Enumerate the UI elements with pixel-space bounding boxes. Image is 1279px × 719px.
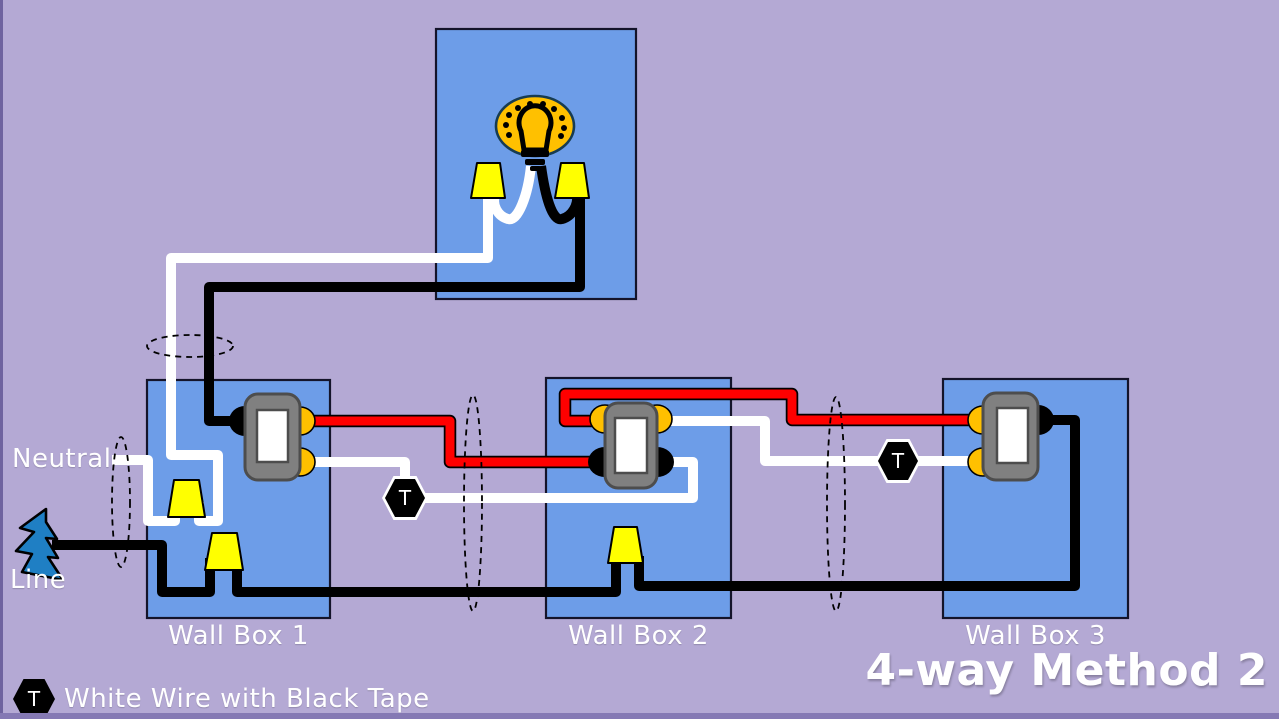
bulb-base-tip <box>530 166 541 171</box>
fixture-white-wire-nut <box>470 162 506 199</box>
tape-marker-2-symbol: T <box>878 442 918 480</box>
light-bulb-icon <box>494 94 576 171</box>
switch-3 <box>967 391 1054 482</box>
cable-sheath-box2-box3 <box>826 396 846 612</box>
light-to-box1-white-wire <box>166 195 493 526</box>
switch-1-toggle <box>255 408 290 464</box>
box2-line-wire-nut <box>607 526 644 564</box>
white-traveler-2 <box>660 416 970 466</box>
bulb-base-bar-2 <box>525 159 545 165</box>
box2-to-box3-black-wire <box>634 415 1080 591</box>
red-traveler-2 <box>560 389 970 426</box>
cable-sheath-box1-box2 <box>463 394 483 612</box>
fixture-black-wire-nut <box>554 162 590 199</box>
switch-2 <box>588 401 674 490</box>
line-label: Line <box>10 565 67 595</box>
slide-edge-bottom <box>0 713 1279 719</box>
slide-edge-left <box>0 0 3 719</box>
switch-3-toggle <box>995 406 1030 465</box>
box1-neutral-wire-nut <box>167 479 206 518</box>
switch-2-toggle <box>613 416 649 475</box>
wall-box-3-label: Wall Box 3 <box>965 621 1106 651</box>
red-traveler-1 <box>302 416 597 467</box>
legend-tape-icon: T <box>13 679 55 719</box>
box1-line-wire-nut <box>204 532 244 571</box>
white-traveler-1 <box>302 457 698 503</box>
diagram-title: 4-way Method 2 <box>865 645 1268 696</box>
fixture-black-pigtail <box>536 165 583 225</box>
wall-box-2-label: Wall Box 2 <box>568 621 709 651</box>
neutral-label: Neutral <box>12 444 112 474</box>
fixture-white-pigtail <box>489 165 536 225</box>
cable-sheath-feed <box>111 436 131 568</box>
legend-label: White Wire with Black Tape <box>64 684 430 714</box>
tape-marker-2: T <box>875 439 921 483</box>
cable-sheath-light <box>146 334 234 358</box>
bulb-base-bar-1 <box>521 150 549 157</box>
wall-box-1-label: Wall Box 1 <box>168 621 309 651</box>
switch-1 <box>229 392 316 482</box>
line-lightning-bolt-icon <box>14 507 65 582</box>
box1-to-box2-black-wire <box>232 556 621 597</box>
tape-marker-1-symbol: T <box>385 479 425 517</box>
bulb-glass <box>516 103 554 153</box>
light-to-box1-black-wire <box>204 195 585 426</box>
line-black-wire <box>52 540 215 597</box>
